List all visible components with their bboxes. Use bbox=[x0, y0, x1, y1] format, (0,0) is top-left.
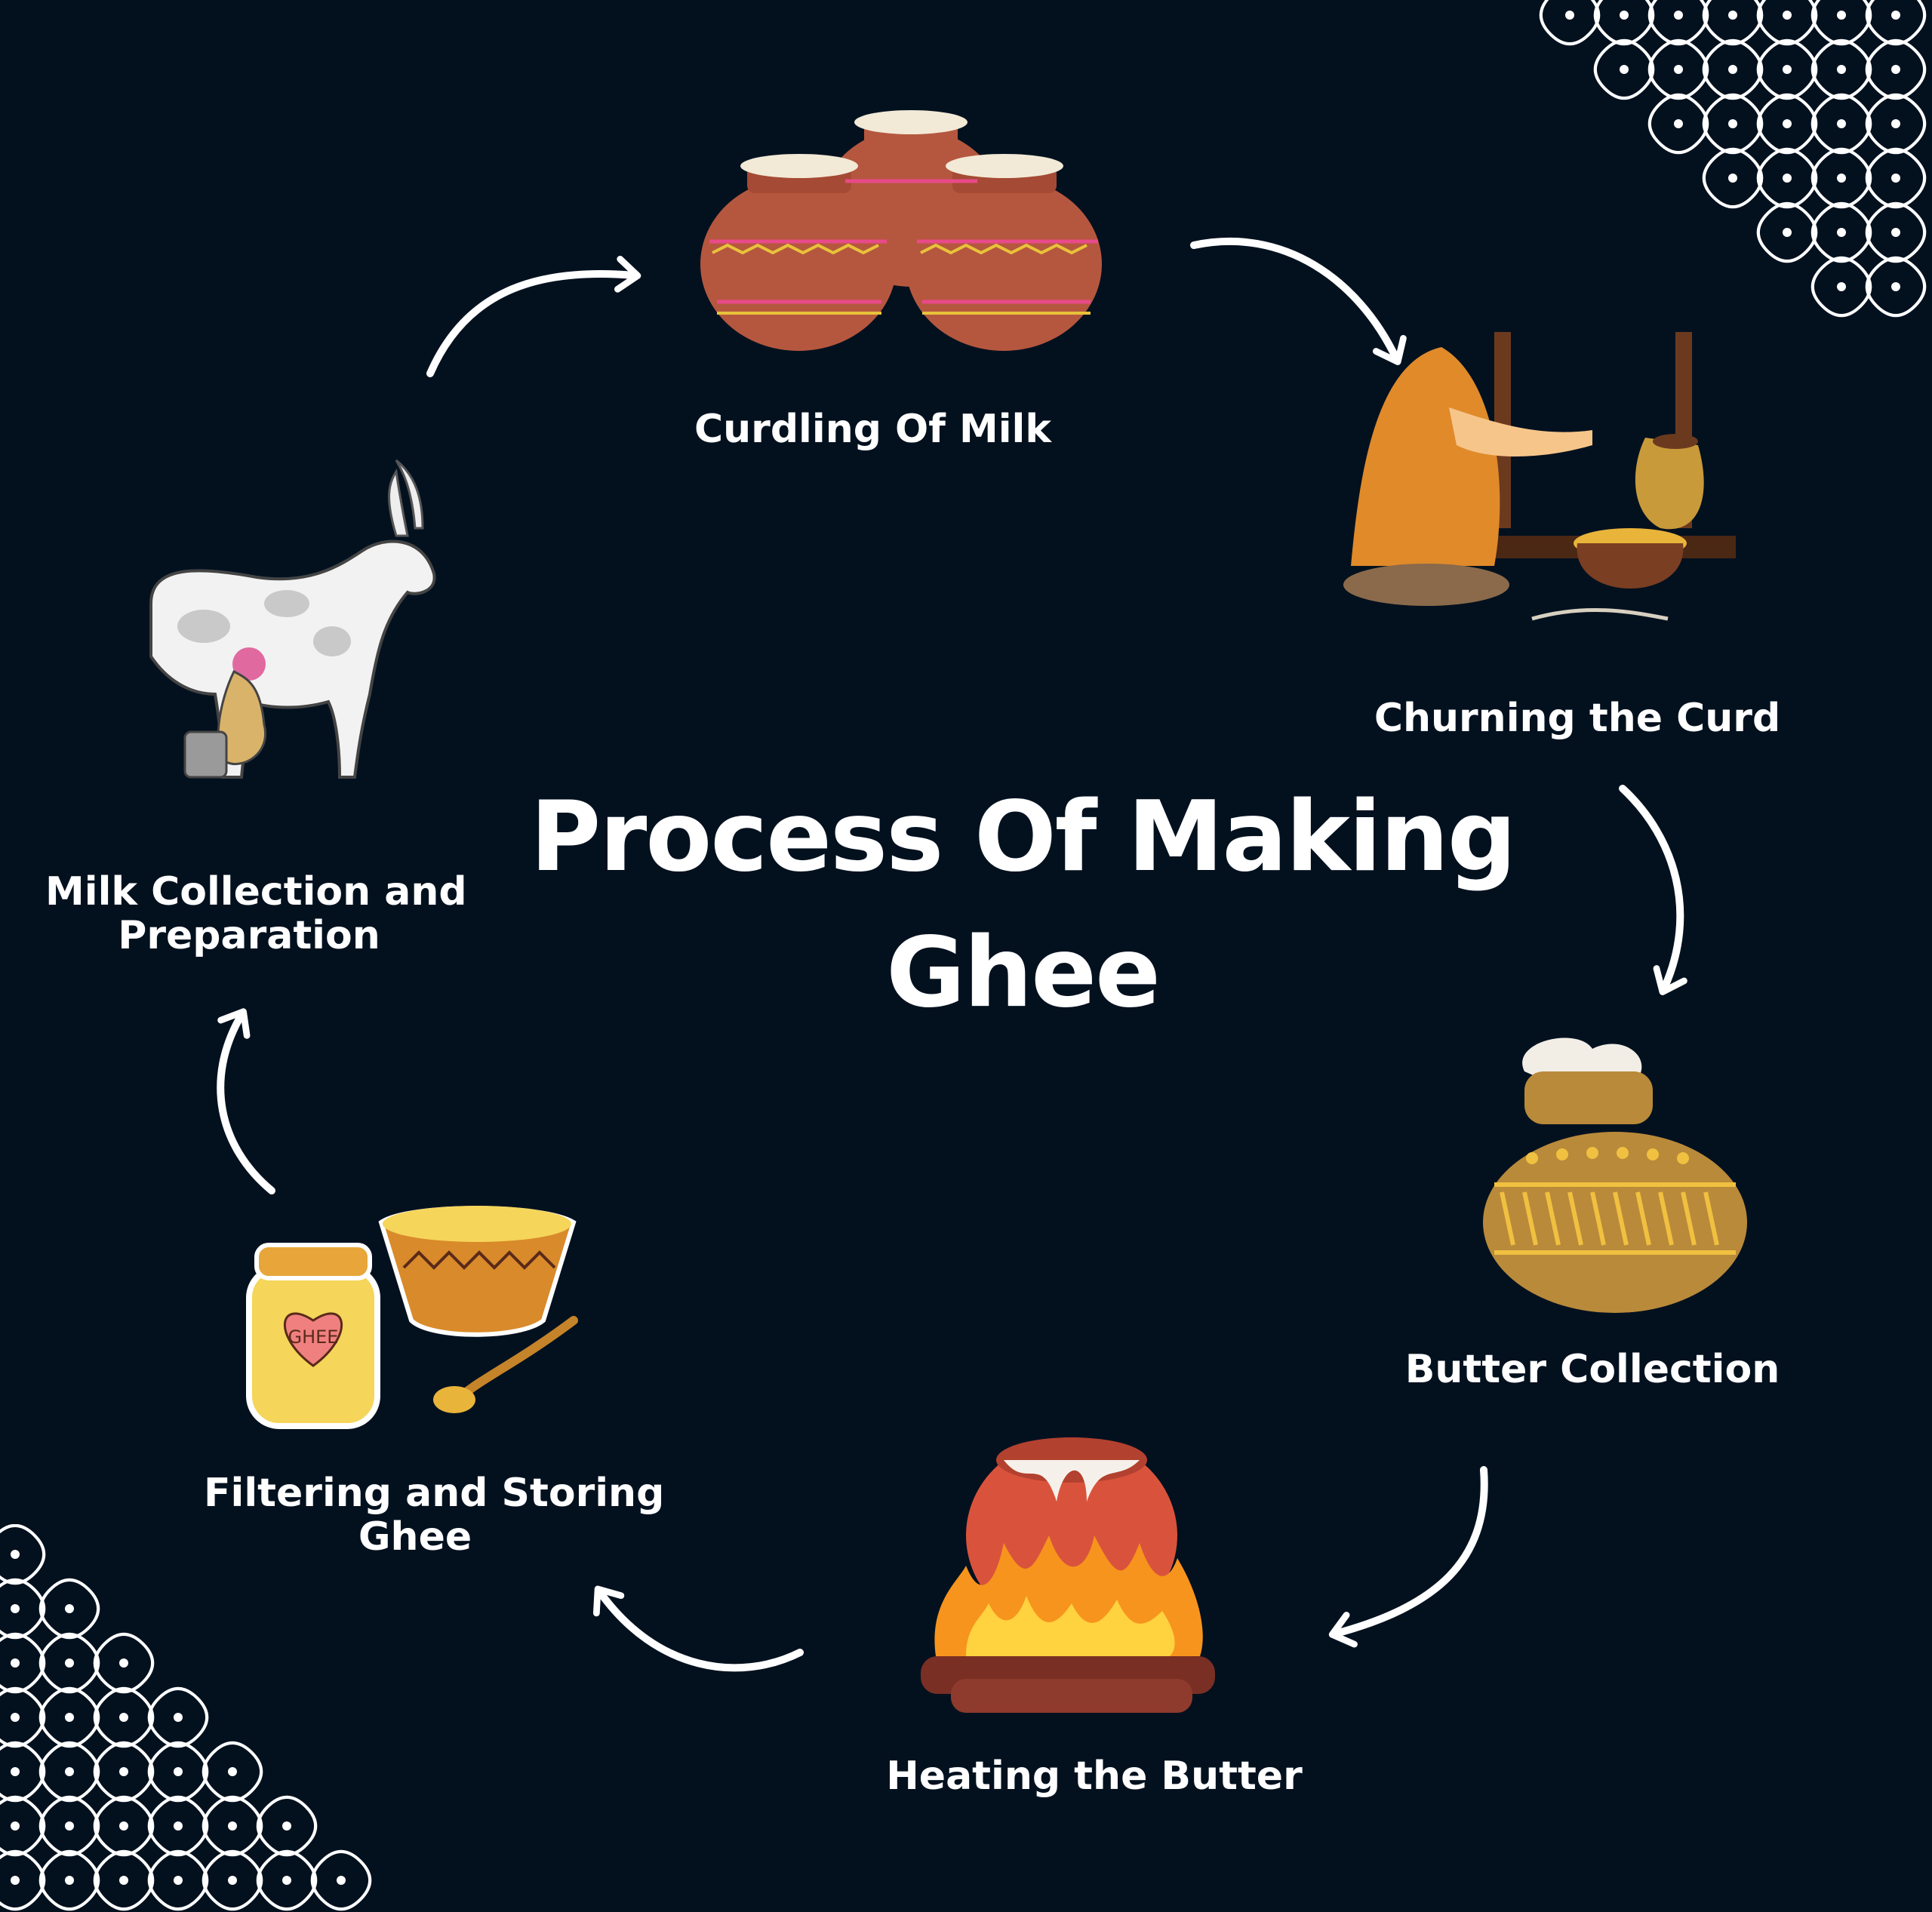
step-label-milk-line-1: Milk Collection and bbox=[45, 869, 467, 915]
ghee-jar-bowl-spoon-icon: GHEE bbox=[246, 1206, 578, 1429]
title-line-2: Ghee bbox=[886, 917, 1161, 1029]
step-label-milk-collection: Milk Collection and Preparation bbox=[45, 869, 467, 958]
step-label-milk-line-2: Preparation bbox=[118, 913, 380, 958]
arrow-butter-to-heating bbox=[1328, 1466, 1488, 1648]
arrow-filtering-to-milk bbox=[217, 1008, 275, 1194]
churning-woman-icon bbox=[1343, 332, 1736, 621]
arrow-milk-to-curdling bbox=[426, 256, 641, 377]
arrow-curdling-to-churning bbox=[1190, 238, 1407, 365]
diagram-title: Process Of Making Ghee bbox=[468, 770, 1577, 1041]
step-label-curdling: Curdling Of Milk bbox=[694, 407, 1051, 452]
step-label-filtering: Filtering and Storing Ghee bbox=[204, 1471, 665, 1560]
arrow-churning-to-butter bbox=[1619, 785, 1687, 995]
step-label-churning: Churning the Curd bbox=[1374, 696, 1781, 741]
step-label-filtering-line-1: Filtering and Storing bbox=[204, 1471, 665, 1516]
svg-text:GHEE: GHEE bbox=[288, 1326, 339, 1348]
step-label-filtering-line-2: Ghee bbox=[358, 1514, 472, 1560]
cow-milking-icon bbox=[149, 459, 436, 779]
clay-pots-icon bbox=[700, 110, 1102, 351]
pot-on-fire-icon bbox=[921, 1437, 1215, 1713]
arrow-heating-to-filtering bbox=[592, 1585, 804, 1672]
step-label-heating: Heating the Butter bbox=[886, 1754, 1303, 1799]
butter-pot-icon bbox=[1483, 1037, 1747, 1313]
title-line-1: Process Of Making bbox=[530, 781, 1516, 893]
rangoli-pattern-bottom-left bbox=[0, 1524, 372, 1911]
step-label-butter-collection: Butter Collection bbox=[1404, 1347, 1780, 1392]
rangoli-pattern-top-right bbox=[1539, 0, 1927, 318]
